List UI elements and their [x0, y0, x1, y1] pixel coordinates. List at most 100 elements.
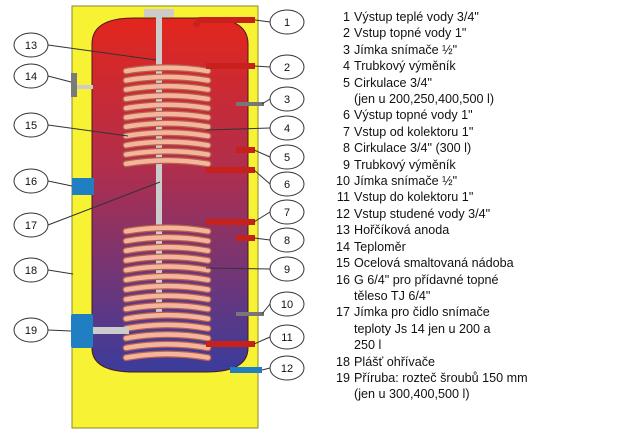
callout-number-4: 4 — [284, 123, 290, 135]
legend-number: 16 — [335, 272, 350, 287]
callout-number-14: 14 — [25, 71, 37, 83]
callout-bubble-7 — [269, 199, 305, 225]
leader-line-16 — [47, 180, 73, 187]
callout-number-18: 18 — [25, 265, 37, 277]
leader-line-19 — [47, 329, 72, 332]
legend-label: Hořčíková anoda — [354, 223, 450, 238]
callout-number-7: 7 — [284, 207, 290, 219]
coil-turn-highlight — [123, 351, 211, 360]
legend-label: Vstup topné vody 1" — [354, 26, 467, 41]
anode-cap — [144, 9, 174, 17]
callout-number-17: 17 — [25, 220, 37, 232]
legend-item: 250 l — [329, 337, 634, 353]
leader-line-11 — [253, 336, 271, 345]
legend-number: 5 — [342, 75, 350, 90]
callout-number-15: 15 — [25, 120, 37, 132]
callout-number-9: 9 — [284, 264, 290, 276]
legend-item: 6 Výstup topné vody 1" — [329, 107, 634, 123]
callout-number-2: 2 — [284, 62, 290, 74]
legend-label: Příruba: rozteč šroubů 150 mm — [354, 370, 528, 385]
leader-line-12 — [261, 367, 271, 371]
callout-number-10: 10 — [281, 299, 293, 311]
legend-label: Ocelová smaltovaná nádoba — [354, 256, 514, 271]
legend-number: 17 — [335, 305, 350, 320]
coil-turn-highlight — [123, 312, 211, 322]
callout-number-3: 3 — [284, 94, 290, 106]
legend-number: 13 — [335, 223, 350, 238]
callout-leaders — [47, 19, 271, 371]
callout-number-13: 13 — [25, 40, 37, 52]
legend-item: 4 Trubkový výměník — [329, 58, 634, 74]
coil-turn-highlight — [123, 235, 211, 244]
coil-turn-highlight — [123, 322, 211, 331]
coil-turn-highlight — [123, 225, 211, 234]
legend-label: (jen u 200,250,400,500 l) — [354, 92, 495, 107]
callout-bubble-16 — [13, 168, 49, 194]
coil-turn-highlight — [123, 293, 211, 302]
legend-label: Vstup od kolektoru 1" — [354, 124, 474, 139]
callout-bubble-17 — [13, 212, 49, 238]
leader-line-14 — [47, 75, 72, 83]
coil-turn-highlight — [123, 130, 211, 139]
legend-label: teploty Js 14 jen u 200 a — [354, 321, 491, 336]
legend-item: 7 Vstup od kolektoru 1" — [329, 124, 634, 140]
coil-turn-highlight — [123, 332, 211, 341]
coil-turn-highlight — [123, 158, 211, 167]
legend-number: 1 — [342, 10, 350, 24]
callout-number-11: 11 — [281, 332, 292, 344]
legend-item: těleso TJ 6/4" — [329, 288, 634, 304]
coil-turn-highlight — [123, 83, 211, 92]
callout-bubble-10 — [269, 291, 305, 317]
leader-line-15 — [47, 124, 129, 137]
leader-line-1 — [254, 19, 271, 23]
callout-bubble-1 — [269, 9, 305, 35]
leader-line-8 — [253, 237, 271, 241]
coil-turn-highlight — [123, 65, 211, 74]
legend-label: Trubkový výměník — [354, 157, 456, 172]
legend-label: Jímka snímače ½" — [354, 42, 458, 57]
leader-line-2 — [253, 65, 271, 68]
legend-number: 7 — [342, 124, 350, 139]
coil-turn-highlight — [123, 342, 211, 351]
coil-turn-highlight — [123, 139, 211, 148]
flange-sensor — [93, 327, 129, 334]
callout-bubble-3 — [269, 86, 305, 112]
legend-number: 4 — [342, 59, 350, 74]
coil-turn-highlight — [123, 148, 211, 157]
callout-number-12: 12 — [281, 363, 293, 375]
auxiliary-heater-port — [72, 178, 94, 195]
thermometer-icon — [71, 73, 77, 97]
legend-number: 19 — [335, 370, 350, 385]
coil-turn-highlight — [123, 283, 211, 292]
legend-label: Cirkulace 3/4" (300 l) — [354, 141, 472, 156]
legend-label: Teploměr — [354, 239, 406, 254]
callout-bubble-15 — [13, 112, 49, 138]
coil-turn-highlight — [123, 254, 211, 263]
leader-line-4 — [205, 127, 271, 131]
thermometer-stem — [73, 85, 93, 89]
legend-number: 8 — [342, 141, 350, 156]
leader-line-9 — [205, 267, 271, 270]
callout-bubble-4 — [269, 115, 305, 141]
legend-label: Trubkový výměník — [354, 59, 456, 74]
leader-line-3 — [261, 98, 271, 105]
legend-label: těleso TJ 6/4" — [354, 288, 431, 303]
callout-number-5: 5 — [284, 152, 290, 164]
callout-bubble-11 — [269, 324, 305, 350]
legend-number: 10 — [335, 174, 350, 189]
legend-label: (jen u 300,400,500 l) — [354, 387, 470, 402]
callout-bubble-5 — [269, 144, 305, 170]
legend-label: 250 l — [354, 338, 382, 353]
lower-heat-exchanger — [122, 224, 212, 362]
legend-item: 8 Cirkulace 3/4" (300 l) — [329, 140, 634, 156]
callout-bubble-2 — [269, 54, 305, 80]
